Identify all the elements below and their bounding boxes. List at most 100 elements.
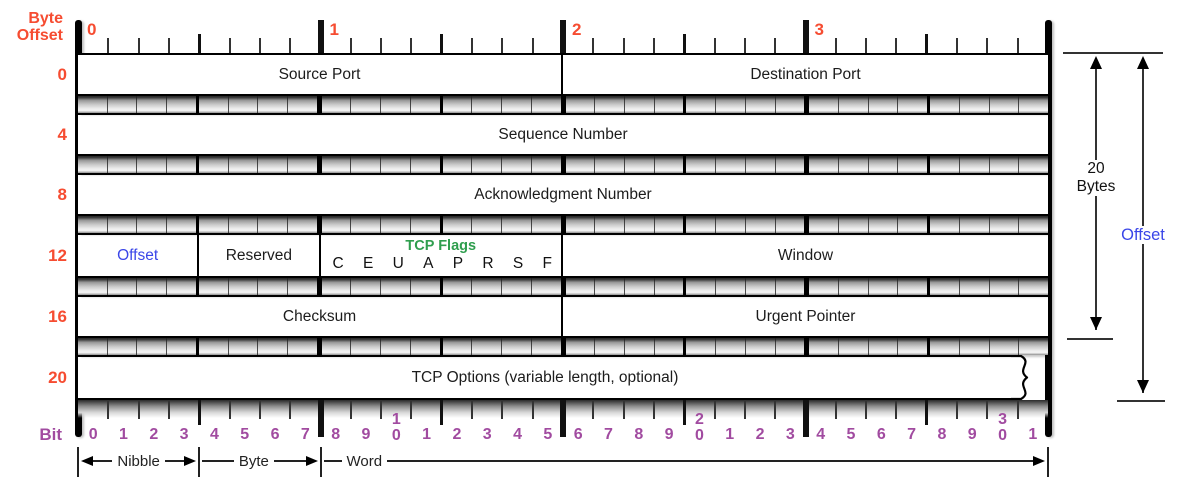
bit-number: 2 xyxy=(755,426,765,443)
byte-ruler-tick xyxy=(228,38,231,53)
measure-line xyxy=(273,460,306,462)
bit-cell xyxy=(837,156,868,173)
flag-letter: C xyxy=(332,254,344,272)
bit-strip xyxy=(78,96,1048,113)
bit-cell xyxy=(227,216,258,233)
bit-cell xyxy=(287,216,317,233)
byte-ruler-tick xyxy=(592,38,595,53)
bit-cell xyxy=(530,278,561,295)
field-sequence-number: Sequence Number xyxy=(78,115,1048,154)
bit-cell xyxy=(683,96,716,113)
bit-cell xyxy=(350,96,381,113)
bit-cell xyxy=(774,156,805,173)
annotation-top-line xyxy=(1063,52,1163,54)
bit-cell xyxy=(867,96,898,113)
bit-cell xyxy=(837,278,868,295)
measure-end-bar xyxy=(1047,447,1049,477)
bit-cell xyxy=(623,216,654,233)
tcp-flags-title: TCP Flags xyxy=(405,237,477,254)
bit-cell xyxy=(409,156,440,173)
bit-cell xyxy=(166,216,196,233)
byte-ruler-tick xyxy=(895,38,898,53)
byte-ruler-tick xyxy=(349,38,352,53)
table-row: TCP Options (variable length, optional) xyxy=(78,355,1012,400)
bit-cell xyxy=(594,96,624,113)
bit-cell xyxy=(195,338,228,355)
bit-cell xyxy=(744,156,775,173)
bit-cell xyxy=(683,278,716,295)
bit-ruler-tick xyxy=(137,400,140,419)
bit-cell xyxy=(958,96,989,113)
bit-ruler-tick xyxy=(349,400,352,419)
bit-ruler-tick xyxy=(682,400,686,425)
byte-ruler-tick xyxy=(834,38,837,53)
bit-number: 4 xyxy=(209,426,219,443)
bit-cell xyxy=(837,338,868,355)
byte-ruler-tick xyxy=(410,38,413,53)
bit-cell xyxy=(774,278,805,295)
byte-ruler-tick xyxy=(682,34,686,53)
measure-word: Word xyxy=(323,448,1045,474)
bit-ruler-tick xyxy=(802,400,809,437)
bit-cell xyxy=(409,338,440,355)
bit-cell xyxy=(136,278,167,295)
bytes20-end-line xyxy=(1067,338,1113,340)
bit-cell xyxy=(1018,216,1048,233)
byte-offset-axis-title: Byte Offset xyxy=(16,10,63,44)
bit-number: 3 xyxy=(179,426,189,443)
bit-cell xyxy=(287,338,317,355)
bit-cell xyxy=(471,156,502,173)
bit-cell xyxy=(471,338,502,355)
byte-ruler-tick xyxy=(652,38,655,53)
bit-cell xyxy=(439,216,472,233)
torn-edge-icon xyxy=(1011,355,1029,400)
bit-cell xyxy=(227,96,258,113)
bit-cell xyxy=(166,156,196,173)
bit-ruler-tick xyxy=(440,400,444,425)
bit-number: 4 xyxy=(513,426,522,443)
bit-cell xyxy=(439,278,472,295)
bit-cell xyxy=(653,156,684,173)
bit-number: 1 xyxy=(422,426,432,443)
bit-number: 1 xyxy=(725,426,735,443)
bit-cell xyxy=(715,156,745,173)
bit-cell xyxy=(744,278,775,295)
bit-strip xyxy=(78,216,1048,233)
measure-label: Nibble xyxy=(117,452,160,470)
right-boundary-bar xyxy=(1045,20,1052,437)
bit-cell xyxy=(380,156,410,173)
flag-letter: P xyxy=(452,254,464,272)
bit-cell xyxy=(594,216,624,233)
bit-number: 8 xyxy=(937,426,947,443)
bit-cell xyxy=(530,338,561,355)
bit-cell xyxy=(653,278,684,295)
measure-end-bar xyxy=(319,447,322,477)
bit-cell xyxy=(715,216,745,233)
byte-ruler-tick xyxy=(107,38,110,53)
field-label: TCP Options (variable length, optional) xyxy=(411,368,679,386)
offset-arrow-label: Offset xyxy=(1112,226,1174,244)
bit-cell xyxy=(804,216,838,233)
table-row: Acknowledgment Number xyxy=(78,173,1048,216)
bit-cell xyxy=(837,216,868,233)
bit-cell xyxy=(227,278,258,295)
bit-cell xyxy=(106,96,137,113)
offset-end-line xyxy=(1117,400,1165,402)
flag-letter: E xyxy=(362,254,374,272)
field-tcp-options-variable-length-optional: TCP Options (variable length, optional) xyxy=(78,357,1012,398)
bit-cell xyxy=(106,338,137,355)
row-byte-offset: 12 xyxy=(48,245,67,265)
byte-ruler-tick xyxy=(925,34,929,53)
bit-cell xyxy=(744,216,775,233)
bit-cell xyxy=(927,156,959,173)
field-checksum: Checksum xyxy=(78,297,563,336)
bit-number: 5 xyxy=(543,426,553,443)
byte-ruler-tick xyxy=(531,38,534,53)
bit-cell xyxy=(1018,338,1048,355)
bit-cell xyxy=(897,96,928,113)
